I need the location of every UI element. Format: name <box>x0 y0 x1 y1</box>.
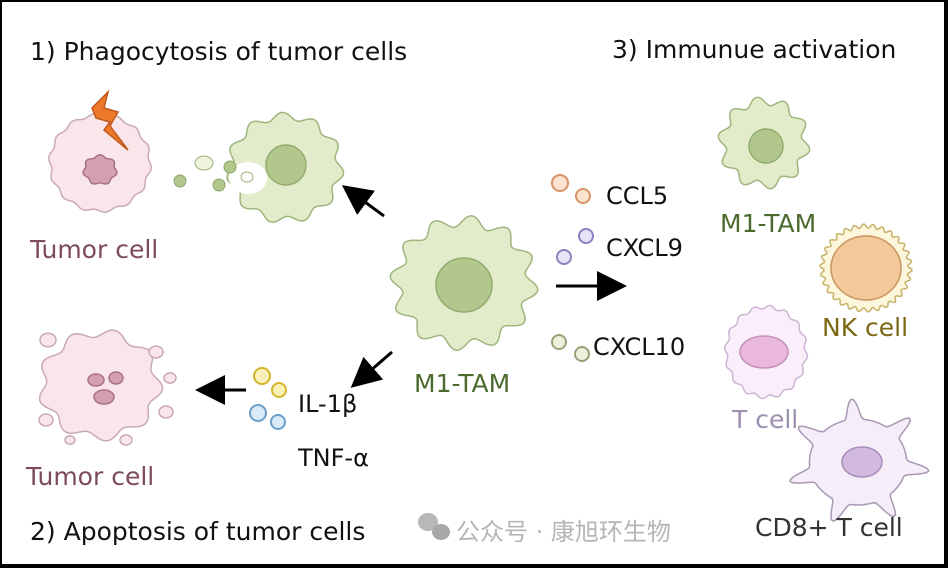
fragmented-nucleus <box>87 373 105 387</box>
t-cell-nucleus <box>739 335 789 369</box>
title-activation: 3) Immunue activation <box>612 35 896 64</box>
nk-cell-nucleus <box>830 235 902 301</box>
wechat-icon <box>418 513 450 540</box>
ccl5-dot <box>575 188 591 204</box>
debris <box>173 174 187 188</box>
m1-tam-nucleus <box>435 257 493 313</box>
apoptotic-body <box>64 435 76 445</box>
label-m1-tam-right: M1-TAM <box>720 209 816 238</box>
apoptotic-body <box>158 405 174 419</box>
apoptotic-body <box>119 434 133 446</box>
arrow-to-phagocytosis <box>341 185 385 218</box>
m1-tam-right-nucleus <box>748 128 784 164</box>
label-tumor-cell-top: Tumor cell <box>29 235 158 264</box>
arrow-to-apoptosis-cytokines <box>350 350 393 388</box>
title-phagocytosis: 1) Phagocytosis of tumor cells <box>30 37 407 66</box>
apoptotic-body <box>163 372 177 384</box>
tumor-cell-nucleus <box>82 154 118 185</box>
macrophage-nucleus <box>265 144 307 186</box>
debris <box>194 155 214 171</box>
cxcl10-dot <box>574 346 590 362</box>
watermark: 公众号 · 康旭环生物 <box>456 518 671 546</box>
apoptotic-body <box>148 345 164 359</box>
title-apoptosis: 2) Apoptosis of tumor cells <box>30 517 365 546</box>
cxcl10-dot <box>551 334 567 350</box>
cxcl9-dot <box>578 228 594 244</box>
il1b-dot <box>271 382 287 398</box>
fragmented-nucleus <box>108 371 124 385</box>
label-m1-tam-center: M1-TAM <box>414 369 510 398</box>
debris <box>212 178 226 192</box>
label-nk-cell: NK cell <box>822 313 908 342</box>
label-t-cell: T cell <box>731 405 798 434</box>
tnfa-dot <box>270 414 286 430</box>
ccl5-dot <box>551 174 569 192</box>
lightning-icon <box>91 89 129 151</box>
apoptotic-body <box>39 332 57 348</box>
label-cd8-t-cell: CD8+ T cell <box>755 513 903 542</box>
cd8-t-cell-nucleus <box>841 446 883 478</box>
label-cxcl10: CXCL10 <box>593 333 685 361</box>
label-ccl5: CCL5 <box>606 182 668 210</box>
cxcl9-dot <box>556 249 572 265</box>
label-tnfa: TNF-α <box>297 444 369 472</box>
apoptotic-body <box>38 413 54 427</box>
label-il1b: IL-1β <box>298 390 357 418</box>
fragmented-nucleus <box>93 389 115 405</box>
debris <box>223 160 237 174</box>
debris <box>240 171 254 183</box>
label-cxcl9: CXCL9 <box>606 234 683 262</box>
label-tumor-cell-bottom: Tumor cell <box>25 462 154 491</box>
il1b-dot <box>253 367 271 385</box>
tnfa-dot <box>249 404 267 422</box>
